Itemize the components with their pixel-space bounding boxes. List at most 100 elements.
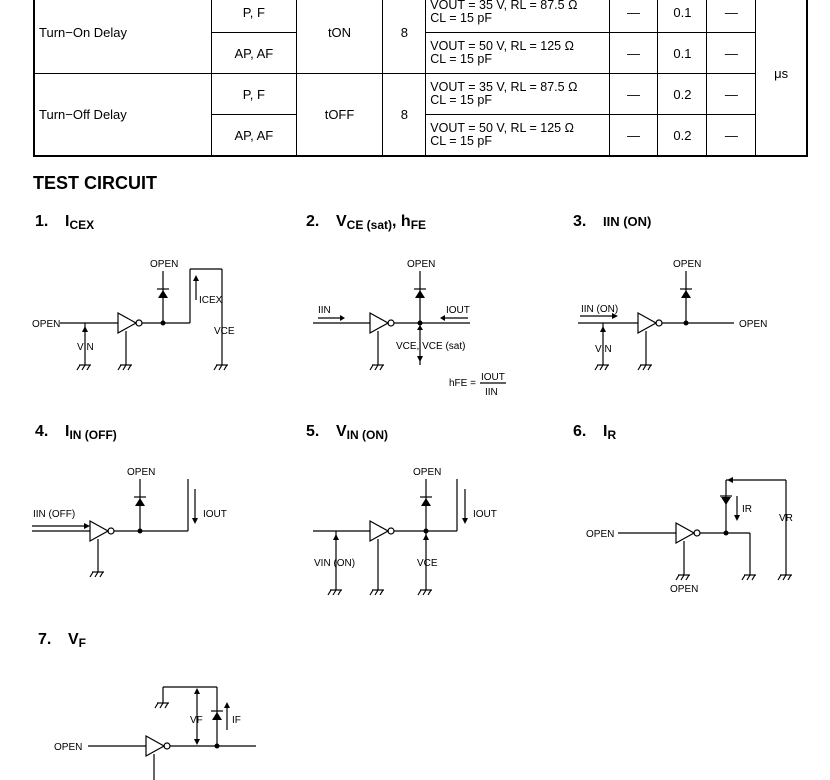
typ-cell: 0.1	[657, 0, 708, 33]
ground-icon	[369, 589, 384, 596]
diode-icon	[415, 290, 425, 298]
vce-label: VCE	[214, 326, 235, 337]
diode-icon	[421, 498, 431, 506]
circuit-4-title: 4.IIN (OFF)	[35, 423, 117, 442]
condition-line: VOUT = 35 V, RL = 87.5 Ω	[430, 80, 578, 94]
min-cell: —	[608, 114, 659, 157]
unit-cell: μs	[755, 0, 808, 157]
icex-label: ICEX	[199, 295, 223, 306]
ground-icon	[637, 364, 652, 371]
ground-icon	[327, 589, 342, 596]
circuit-1-title: 1. ICEX	[35, 213, 94, 232]
ir-label: IR	[742, 504, 752, 515]
param-cell: Turn−On Delay	[33, 0, 213, 74]
diode-icon	[135, 498, 145, 506]
section-title: TEST CIRCUIT	[33, 173, 157, 193]
circuit-6-title: 6. IR	[573, 423, 616, 442]
ground-icon	[741, 574, 756, 581]
vin-label: VIN	[595, 344, 612, 355]
hfe-numerator: IOUT	[481, 372, 505, 383]
circuit-num: 6.	[573, 423, 587, 440]
max-cell: —	[706, 73, 757, 115]
param-cell: Turn−Off Delay	[33, 73, 213, 157]
ground-icon	[213, 364, 228, 371]
spec-table: Turn−On Delay P, F tON 8 VOUT = 35 V, RL…	[33, 0, 808, 157]
circuit-2-title: 2.VCE (sat), hFE	[306, 213, 426, 232]
if-label: IF	[232, 715, 241, 726]
circuit-title-main: I	[65, 213, 70, 230]
max-cell: —	[706, 32, 757, 74]
condition-line: VOUT = 50 V, RL = 125 Ω	[430, 39, 574, 53]
diode-icon	[681, 290, 691, 298]
ground-icon	[154, 702, 169, 709]
condition-line: VOUT = 50 V, RL = 125 Ω	[430, 121, 574, 135]
circuit-title-main: V	[336, 423, 347, 440]
open-label: OPEN	[673, 259, 701, 270]
open-label: OPEN	[407, 259, 435, 270]
condition-line: CL = 15 pF	[430, 93, 492, 107]
diode-icon	[158, 290, 168, 298]
iin-off-label: IIN (OFF)	[33, 509, 75, 520]
type-cell: AP, AF	[211, 32, 297, 74]
circuit-num: 2.	[306, 213, 320, 230]
type-cell: AP, AF	[211, 114, 297, 157]
min-cell: —	[608, 32, 659, 74]
circuit-title-main: IIN (ON)	[603, 214, 652, 229]
ground-icon	[89, 571, 104, 578]
inverter-icon	[369, 519, 390, 543]
circuit-title-sub: F	[78, 636, 87, 650]
open-label: OPEN	[32, 319, 60, 330]
circuit-title-main: I	[603, 423, 608, 440]
circuit-3-title: 3. IIN (ON)	[573, 213, 651, 231]
iin-label: IIN	[318, 305, 331, 316]
vce-sat-label: VCE, VCE (sat)	[396, 341, 465, 352]
type-cell: P, F	[211, 0, 297, 33]
diode-icon	[721, 497, 731, 505]
hfe-label: hFE =	[449, 378, 476, 389]
inverter-icon	[117, 311, 138, 335]
circuit-title-sub: IN (OFF)	[69, 428, 117, 442]
circuit-title-sub: CEX	[69, 218, 95, 232]
circuit-7-title: 7. VF	[38, 631, 86, 650]
inverter-icon	[89, 519, 110, 543]
circuit-title-sub: R	[607, 428, 617, 442]
iout-label: IOUT	[446, 305, 470, 316]
vr-label: VR	[779, 513, 793, 524]
ground-icon	[76, 364, 91, 371]
max-cell: —	[706, 114, 757, 157]
circuit-title-main2: , h	[392, 213, 411, 230]
open-label: OPEN	[586, 529, 614, 540]
type-cell: P, F	[211, 73, 297, 115]
inverter-icon	[145, 734, 166, 758]
open-label: OPEN	[739, 319, 767, 330]
iout-label: IOUT	[203, 509, 227, 520]
ground-icon	[117, 364, 132, 371]
inverter-icon	[369, 311, 390, 335]
ground-icon	[675, 574, 690, 581]
typ-cell: 0.1	[657, 32, 708, 74]
typ-cell: 0.2	[657, 114, 708, 157]
open-label: OPEN	[150, 259, 178, 270]
circuit-title-main: V	[68, 631, 79, 648]
open-label: OPEN	[54, 742, 82, 753]
circuit-5-title: 5.VIN (ON)	[306, 423, 388, 442]
max-cell: —	[706, 0, 757, 33]
condition-line: CL = 15 pF	[430, 134, 492, 148]
circuit-num: 7.	[38, 631, 52, 648]
circuit-num: 3.	[573, 213, 587, 230]
open-label: OPEN	[413, 467, 441, 478]
condition-line: CL = 15 pF	[430, 11, 492, 25]
ground-icon	[417, 589, 432, 596]
inverter-icon	[675, 521, 696, 545]
ground-icon	[369, 364, 384, 371]
circuit-title-sub: IN (ON)	[346, 428, 388, 442]
circuit-num: 1.	[35, 213, 49, 230]
vin-label: VIN	[77, 342, 94, 353]
open-label: OPEN	[670, 584, 698, 595]
hfe-denominator: IIN	[485, 387, 498, 398]
inverter-icon	[637, 311, 658, 335]
